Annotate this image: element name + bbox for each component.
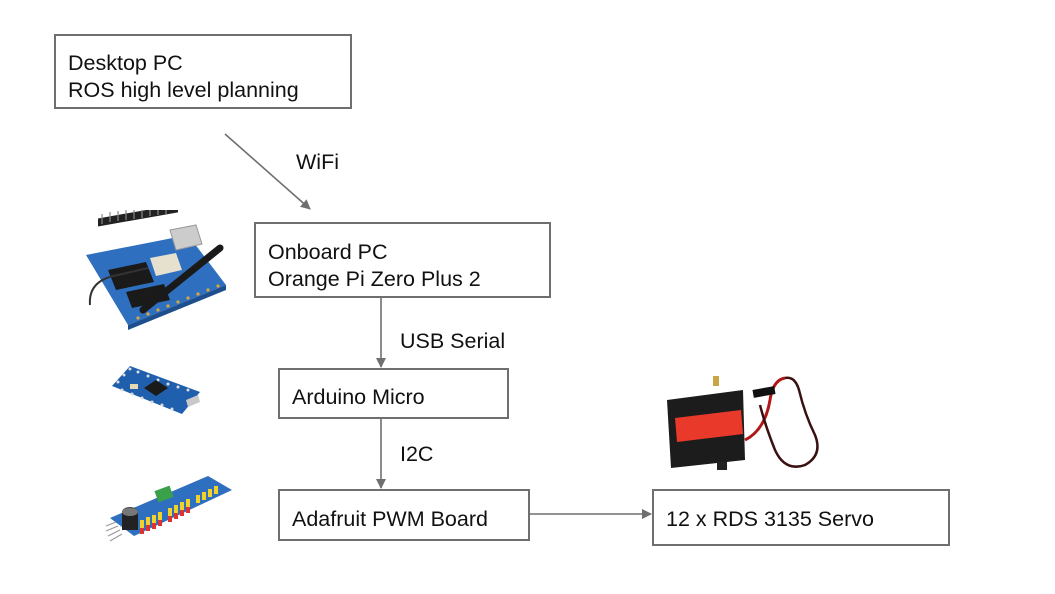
- adafruit-pwm-node: Adafruit PWM Board: [278, 489, 530, 541]
- servo-node: 12 x RDS 3135 Servo: [652, 489, 950, 546]
- desktop-pc-node: Desktop PC ROS high level planning: [54, 34, 352, 109]
- arduino-micro-node: Arduino Micro: [278, 368, 509, 419]
- usb-serial-label: USB Serial: [400, 329, 506, 353]
- desktop-pc-subtitle: ROS high level planning: [68, 78, 299, 102]
- onboard-pc-title: Onboard PC: [268, 240, 388, 264]
- arduino-micro-title: Arduino Micro: [292, 385, 425, 409]
- desktop-pc-title: Desktop PC: [68, 51, 183, 75]
- servo-title: 12 x RDS 3135 Servo: [666, 507, 874, 531]
- wifi-arrow: [224, 133, 311, 210]
- i2c-label: I2C: [400, 442, 434, 466]
- adafruit-pwm-title: Adafruit PWM Board: [292, 507, 488, 531]
- onboard-pc-node: Onboard PC Orange Pi Zero Plus 2: [254, 222, 551, 298]
- orange-pi-board-photo: [86, 210, 226, 330]
- pwm-board-photo: [105, 476, 232, 542]
- wifi-label: WiFi: [296, 150, 339, 174]
- servo-photo: [667, 376, 819, 470]
- arduino-micro-photo: [112, 366, 200, 414]
- onboard-pc-subtitle: Orange Pi Zero Plus 2: [268, 267, 481, 291]
